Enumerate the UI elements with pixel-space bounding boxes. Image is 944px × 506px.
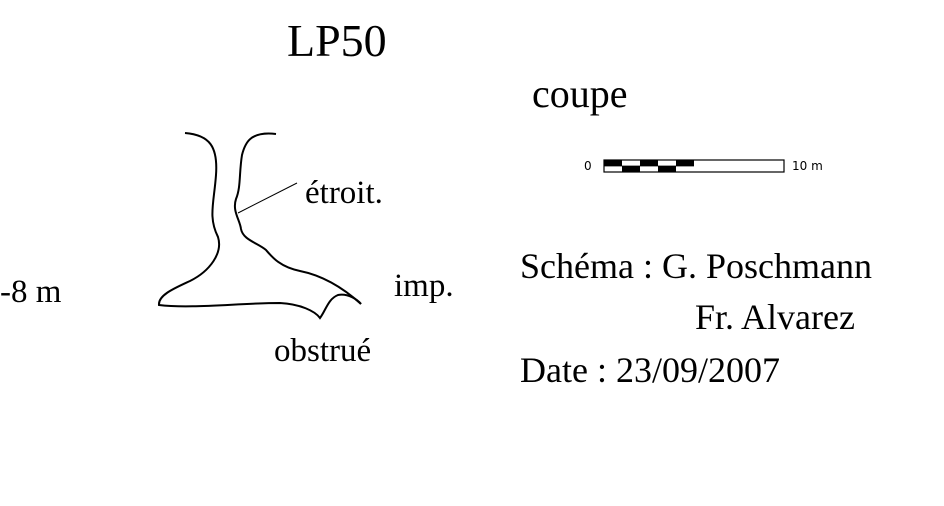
view-label: coupe xyxy=(532,71,628,116)
scale-end-label: 10 m xyxy=(792,159,823,173)
blocked-annotation: obstrué xyxy=(274,333,372,369)
second-author-credit: Fr. Alvarez xyxy=(695,297,855,337)
scale-segment-5 xyxy=(676,160,694,166)
cave-wall-inner xyxy=(233,132,362,305)
survey-date: Date : 23/09/2007 xyxy=(520,350,780,390)
depth-label: -8 m xyxy=(0,274,62,310)
cave-title: LP50 xyxy=(287,15,387,66)
author-credit: Schéma : G. Poschmann xyxy=(520,246,872,286)
narrow-leader-line xyxy=(237,182,298,214)
scale-start-label: 0 xyxy=(584,159,592,173)
scale-segment-2 xyxy=(622,166,640,172)
scale-segment-3 xyxy=(640,160,658,166)
cave-wall-outer xyxy=(158,132,362,320)
scale-segment-4 xyxy=(658,166,676,172)
narrow-annotation: étroit. xyxy=(305,175,383,211)
cave-profile-drawing xyxy=(158,132,362,320)
impassable-annotation: imp. xyxy=(394,268,454,304)
scale-segment-1 xyxy=(604,160,622,166)
scale-bar: 0 10 m xyxy=(584,159,823,173)
